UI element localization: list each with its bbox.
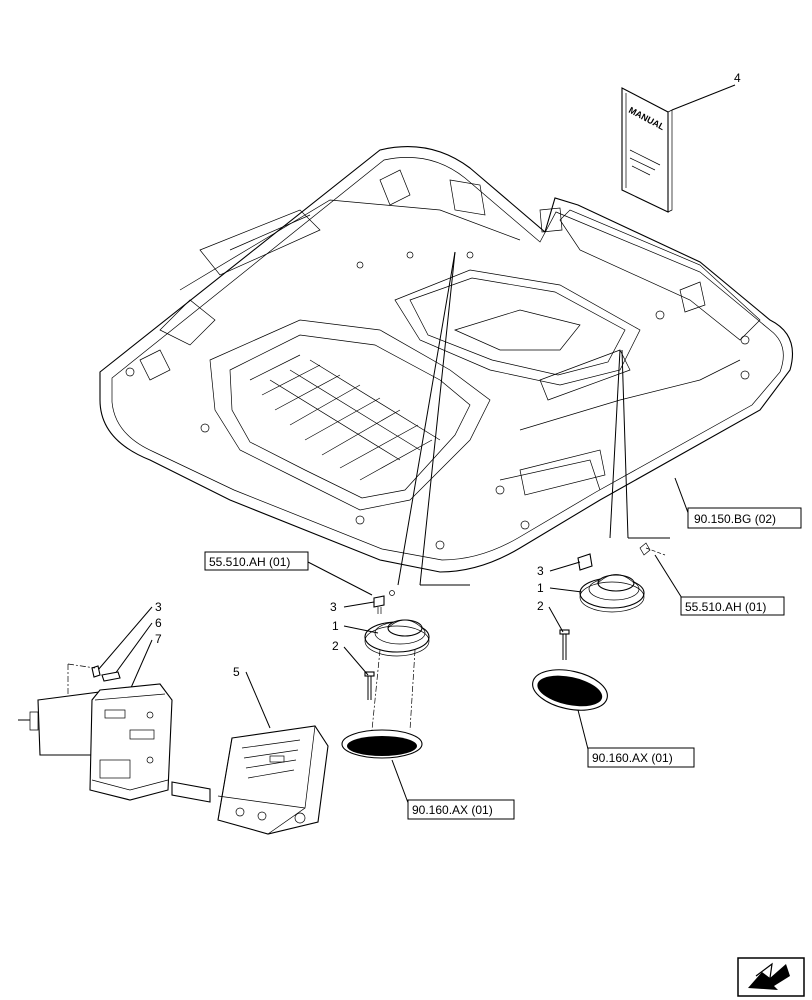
ref-roof-text: 90.150.BG (02) — [694, 512, 776, 526]
ref-left-grille-90-160-ax[interactable]: 90.160.AX (01) — [407, 799, 515, 820]
ref-right-grille-text: 90.160.AX (01) — [592, 751, 673, 765]
right-callout-1: 1 — [537, 581, 544, 595]
radio-mounting-bracket — [18, 683, 173, 801]
right-speaker — [579, 574, 645, 613]
ref-right-wire-text: 55.510.AH (01) — [685, 600, 766, 614]
left-callout-2: 2 — [332, 639, 339, 653]
right-callout-3: 3 — [537, 564, 544, 578]
right-speaker-screw — [559, 629, 570, 660]
next-page-arrow-icon[interactable] — [737, 957, 805, 997]
ref-right-grille-90-160-ax[interactable]: 90.160.AX (01) — [587, 747, 695, 768]
ref-roof-90-150-bg[interactable]: 90.150.BG (02) — [687, 507, 802, 529]
radio-unit — [171, 725, 329, 835]
right-callout-2: 2 — [537, 599, 544, 613]
left-speaker-screw — [364, 671, 375, 700]
right-speaker-terminal — [577, 542, 666, 571]
roof-bolts — [125, 251, 750, 550]
left-speaker-terminal — [373, 590, 395, 614]
ref-right-wire-55-510-ah[interactable]: 55.510.AH (01) — [680, 596, 785, 616]
right-speaker-grille — [532, 669, 608, 711]
ref-left-wire-55-510-ah[interactable]: 55.510.AH (01) — [204, 551, 309, 571]
ref-left-grille-text: 90.160.AX (01) — [412, 803, 493, 817]
radio-callout-6: 6 — [155, 616, 162, 630]
radio-callout-7: 7 — [155, 632, 162, 646]
left-speaker-grille — [341, 729, 423, 759]
ref-left-wire-text: 55.510.AH (01) — [209, 555, 290, 569]
left-callout-3: 3 — [330, 600, 337, 614]
radio-bracket-fasteners — [91, 665, 121, 682]
left-speaker — [364, 619, 430, 657]
radio-callout-3: 3 — [155, 600, 162, 614]
left-callout-1: 1 — [332, 619, 339, 633]
radio-callout-5: 5 — [233, 665, 240, 679]
operator-manual: MANUAL — [621, 87, 673, 213]
cab-roof-assembly — [99, 146, 794, 573]
callout-4: 4 — [734, 71, 741, 85]
